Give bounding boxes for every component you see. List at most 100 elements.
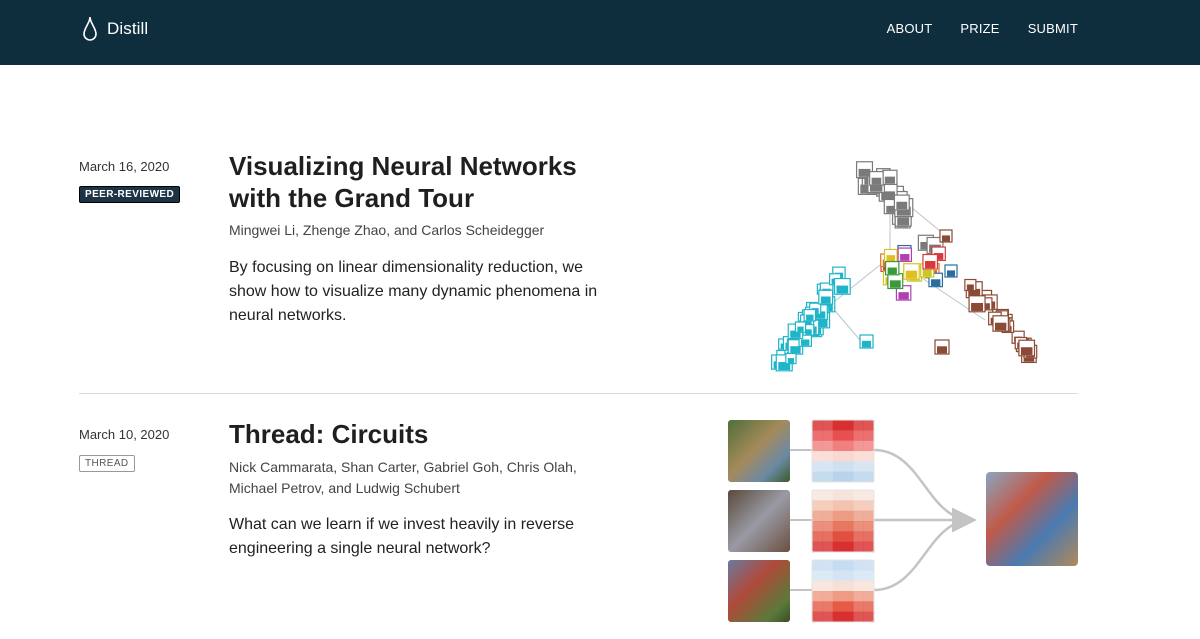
sample-thumbnail	[858, 168, 871, 177]
sample-thumbnail	[905, 270, 918, 279]
weight-cell	[843, 500, 854, 511]
sample-thumbnail	[871, 177, 882, 185]
sample-thumbnail	[881, 191, 896, 201]
weight-cell	[843, 430, 854, 441]
weight-cell	[843, 451, 854, 462]
weight-cell	[812, 500, 823, 511]
weight-cell	[843, 490, 854, 501]
weight-cell	[853, 521, 864, 532]
weight-cell	[843, 601, 854, 612]
weight-cell	[832, 521, 844, 532]
sample-thumbnail	[968, 288, 981, 297]
weight-cell	[832, 611, 844, 623]
grand-tour-figure[interactable]	[760, 145, 1060, 375]
sample-thumbnail	[869, 183, 883, 192]
weight-cell	[843, 570, 854, 581]
weight-cell	[843, 461, 854, 472]
sample-thumbnail	[924, 261, 936, 269]
weight-cell	[832, 461, 844, 472]
article-title[interactable]: Visualizing Neural Networks with the Gra…	[229, 151, 577, 213]
weight-cell	[853, 541, 864, 553]
weight-cell	[832, 531, 844, 542]
weight-cell	[822, 580, 833, 592]
weight-cell	[832, 560, 844, 571]
sample-thumbnail	[862, 340, 871, 348]
weight-cell	[822, 471, 833, 483]
nav-prize[interactable]: PRIZE	[960, 21, 1000, 36]
neuron-image	[728, 420, 790, 482]
weight-cell	[853, 580, 864, 592]
article-title[interactable]: Thread: Circuits	[229, 419, 429, 449]
weight-cell	[832, 601, 844, 612]
weight-cell	[853, 510, 864, 522]
weight-cell	[863, 601, 875, 612]
weight-cell	[853, 601, 864, 612]
nav-submit[interactable]: SUBMIT	[1027, 21, 1078, 36]
weight-cell	[853, 451, 864, 462]
weight-cell	[812, 531, 823, 542]
brand-name: Distill	[107, 19, 149, 38]
sample-thumbnail	[937, 346, 947, 354]
weight-cell	[822, 531, 833, 542]
weight-cell	[853, 471, 864, 483]
sample-thumbnail	[971, 302, 984, 311]
article-date: March 16, 2020	[79, 159, 170, 174]
weight-cell	[863, 420, 875, 431]
sample-thumbnail	[920, 242, 932, 250]
weight-cell	[863, 580, 875, 592]
weight-cell	[843, 580, 854, 592]
weight-cell	[812, 521, 823, 532]
sample-thumbnail	[806, 314, 814, 321]
weight-cell	[863, 430, 875, 441]
weight-cell	[832, 591, 844, 602]
weight-cell	[863, 611, 875, 623]
weight-cell	[843, 560, 854, 571]
connection-curve	[873, 518, 973, 592]
weight-cell	[812, 490, 823, 501]
weight-cell	[822, 541, 833, 553]
weight-cell	[843, 591, 854, 602]
weight-cell	[843, 510, 854, 522]
sample-thumbnail	[816, 319, 828, 328]
weight-cell	[822, 510, 833, 522]
sample-thumbnail	[884, 176, 895, 184]
nav-about[interactable]: ABOUT	[886, 21, 933, 36]
article-authors: Nick Cammarata, Shan Carter, Gabriel Goh…	[229, 459, 577, 496]
weight-cell	[832, 490, 844, 501]
weight-cell	[812, 440, 823, 452]
distill-logo[interactable]: Distill	[82, 14, 148, 44]
weight-cell	[822, 461, 833, 472]
weight-cell	[832, 430, 844, 441]
sample-thumbnail	[896, 201, 908, 210]
weight-cell	[812, 570, 823, 581]
sample-thumbnail	[887, 267, 897, 275]
article-description: What can we learn if we invest heavily i…	[229, 516, 575, 557]
weight-cell	[863, 490, 875, 501]
weight-cell	[863, 541, 875, 553]
circuits-figure[interactable]	[722, 412, 1082, 634]
output-neuron-image	[986, 472, 1078, 566]
weight-cell	[812, 510, 823, 522]
weight-cell	[812, 430, 823, 441]
sample-thumbnail	[966, 284, 974, 290]
weight-cell	[843, 531, 854, 542]
weight-grid	[811, 559, 875, 623]
site-header: Distill ABOUT PRIZE SUBMIT	[0, 0, 1200, 65]
weight-cell	[843, 611, 854, 623]
weight-cell	[863, 471, 875, 483]
sample-thumbnail	[930, 279, 941, 286]
weight-cell	[853, 570, 864, 581]
weight-cell	[822, 430, 833, 441]
weight-cell	[832, 420, 844, 431]
main-nav: ABOUT PRIZE SUBMIT	[859, 21, 1078, 36]
weight-cell	[822, 440, 833, 452]
article-date: March 10, 2020	[79, 427, 170, 442]
weight-cell	[832, 440, 844, 452]
sample-thumbnail	[981, 303, 990, 310]
weight-cell	[853, 591, 864, 602]
weight-cell	[863, 510, 875, 522]
sample-thumbnail	[898, 292, 909, 300]
weight-cell	[843, 420, 854, 431]
droplet-icon	[83, 16, 97, 41]
weight-cell	[843, 521, 854, 532]
